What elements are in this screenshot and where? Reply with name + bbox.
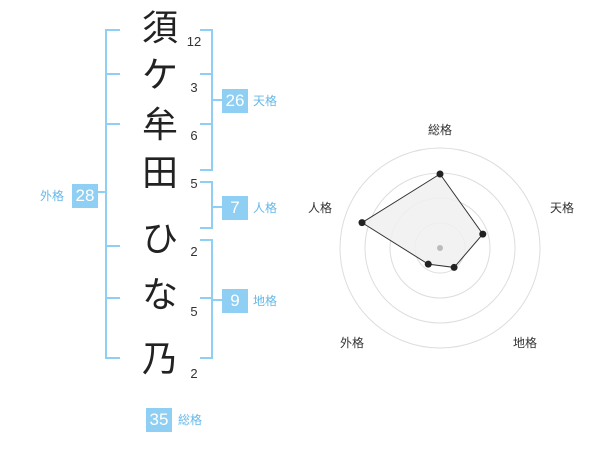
- radar-point-4: [424, 260, 432, 268]
- radar-center-point: [437, 245, 443, 251]
- stroke-count-6: 5: [190, 304, 198, 319]
- chikaku-label: 地格: [253, 294, 278, 308]
- chikaku-value: 9: [222, 289, 248, 313]
- name-char-5: ひ: [141, 219, 178, 260]
- name-char-4: 田: [141, 153, 178, 194]
- stroke-count-5: 2: [190, 244, 198, 259]
- jinkaku-label: 人格: [253, 201, 278, 215]
- radar-axis-label-chikaku: 地格: [512, 336, 538, 350]
- radar-axis-label-gaikaku: 外格: [339, 336, 365, 350]
- stroke-count-2: 3: [190, 80, 198, 95]
- stroke-count-1: 12: [186, 34, 202, 49]
- chikaku-bracket: [200, 239, 222, 359]
- jinkaku-bracket: [200, 181, 222, 229]
- tenkaku-label: 天格: [253, 94, 278, 108]
- radar-point-3: [450, 263, 458, 271]
- name-char-1: 須: [141, 8, 178, 49]
- stroke-count-4: 5: [190, 176, 198, 191]
- name-char-7: 乃: [141, 339, 178, 380]
- radar-point-1: [436, 170, 444, 178]
- name-char-6: な: [141, 275, 178, 316]
- gaikaku-bracket: [94, 29, 120, 359]
- radar-axis-label-tenkaku: 天格: [549, 201, 575, 215]
- gaikaku-label: 外格: [40, 189, 65, 203]
- jinkaku-value: 7: [222, 196, 248, 220]
- radar-point-2: [479, 230, 487, 238]
- stroke-count-3: 6: [190, 128, 198, 143]
- tenkaku-bracket: [200, 29, 222, 171]
- radar-point-5: [358, 219, 366, 227]
- stroke-count-7: 2: [190, 366, 198, 381]
- name-char-3: 牟: [141, 105, 178, 146]
- tenkaku-value: 26: [222, 89, 248, 113]
- gaikaku-value: 28: [72, 184, 98, 208]
- soukaku-label: 総格: [178, 413, 203, 427]
- radar-ring-4: [339, 147, 541, 349]
- name-char-2: ケ: [141, 55, 178, 96]
- radar-axis-label-soukaku: 総格: [427, 123, 453, 137]
- radar-series-area: [361, 173, 484, 268]
- radar-axis-label-jinkaku: 人格: [307, 201, 333, 215]
- soukaku-value: 35: [146, 408, 172, 432]
